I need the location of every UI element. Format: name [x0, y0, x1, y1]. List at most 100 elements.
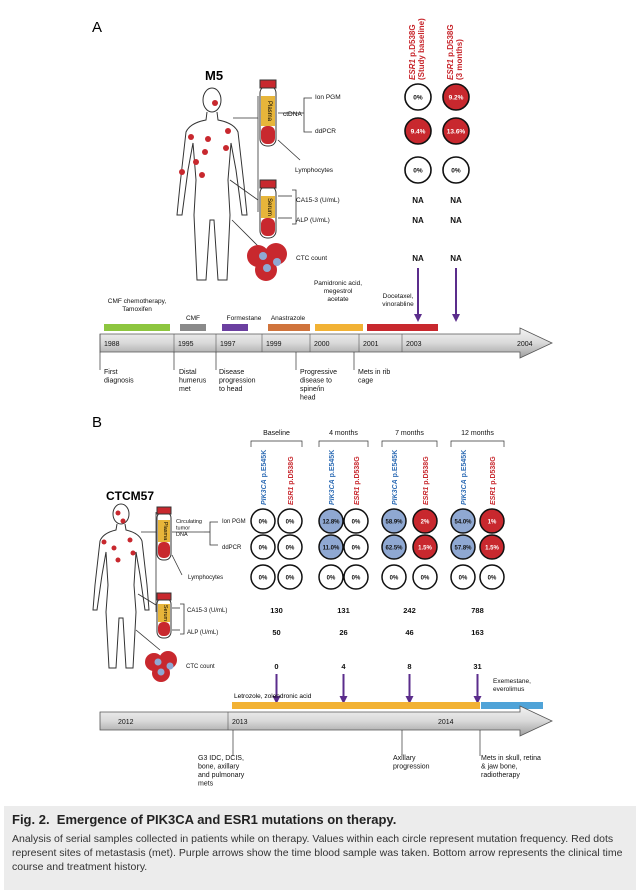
- treatment-label-letrozole: Letrozole, zolendronic acid: [234, 693, 312, 700]
- treatment-label-exemestane: Exemestane,everolimus: [493, 678, 531, 693]
- event-label: Mets in skull, retina& jaw bone,radiothe…: [481, 755, 541, 779]
- mutation-value: 0%: [286, 520, 295, 526]
- mutation-value: 0%: [451, 168, 461, 175]
- figure-canvas: A M5 Plasma Serum: [92, 18, 553, 788]
- value-na: NA: [450, 254, 462, 263]
- marker-value: 8: [407, 662, 411, 671]
- timepoint-label: 4 months: [329, 430, 358, 437]
- mutation-circle: [381, 508, 407, 534]
- serum-tube-icon: Serum: [156, 592, 172, 639]
- mutation-value: 13.6%: [447, 129, 466, 136]
- column-header: ESR1 p.D538G: [446, 24, 455, 80]
- year-tick: 2001: [363, 341, 379, 348]
- value-na: NA: [412, 196, 424, 205]
- mutation-circle: [404, 117, 432, 145]
- body-silhouette-icon: [92, 503, 150, 669]
- gene-header: PIK3CA p.E545K: [261, 450, 268, 505]
- treatment-label: Formestane: [227, 315, 262, 322]
- gene-header: PIK3CA p.E545K: [392, 450, 399, 505]
- year-tick: 1999: [266, 341, 282, 348]
- treatment-bar: [367, 324, 438, 331]
- mutation-value: 0%: [286, 546, 295, 552]
- ctc-cluster-icon: [145, 651, 177, 682]
- mutation-circle: [479, 534, 505, 560]
- mutation-value: 0%: [421, 576, 430, 582]
- marker-value: 0: [274, 662, 278, 671]
- serum-tube-icon: Serum: [259, 179, 277, 239]
- mutation-circle: [450, 508, 476, 534]
- mutation-circle: [442, 83, 470, 111]
- mutation-value: 12.8%: [322, 520, 340, 526]
- ctdna-bracket: [277, 97, 312, 225]
- mutation-circle: [277, 564, 303, 590]
- mutation-circle: [479, 508, 505, 534]
- treatment-label: Docetaxel,vinorabline: [382, 293, 414, 308]
- mutation-value: 0%: [413, 95, 423, 102]
- caption-title: Emergence of PIK3CA and ESR1 mutations o…: [56, 812, 397, 827]
- year-tick: 1997: [220, 341, 236, 348]
- mutation-value: 0%: [390, 576, 399, 582]
- marker-value: 50: [272, 628, 280, 637]
- caption-text: Analysis of serial samples collected in …: [12, 833, 623, 873]
- figure-caption: Fig. 2. Emergence of PIK3CA and ESR1 mut…: [4, 806, 636, 890]
- treatment-label: CMF: [186, 315, 200, 322]
- year-tick: 1988: [104, 341, 120, 348]
- mutation-circle: [442, 156, 470, 184]
- year-tick: 2012: [118, 719, 134, 726]
- mutation-value: 0%: [352, 520, 361, 526]
- marker-value: 163: [471, 628, 484, 637]
- row-label-0: Ion PGM: [315, 94, 341, 101]
- mutation-circle: [479, 564, 505, 590]
- treatment-bar-letrozole: [232, 702, 480, 709]
- mutation-circle: [318, 564, 344, 590]
- mutation-value: 0%: [286, 576, 295, 582]
- gene-header: ESR1 p.D538G: [288, 456, 295, 505]
- year-tick: 2003: [406, 341, 422, 348]
- treatment-bar: [222, 324, 248, 331]
- row-label: ddPCR: [222, 545, 242, 551]
- gene-header: PIK3CA p.E545K: [329, 450, 336, 505]
- marker-value: 46: [405, 628, 413, 637]
- column-header-sub: (3 months): [455, 39, 464, 80]
- plasma-tube-icon: Plasma: [259, 79, 277, 147]
- timepoint-label: 7 months: [395, 430, 424, 437]
- value-na: NA: [450, 216, 462, 225]
- body-connectors: [229, 96, 263, 251]
- metastasis-dots: [101, 510, 136, 563]
- treatment-bar: [180, 324, 206, 331]
- row-label-3: CA15-3 (U/mL): [296, 197, 340, 204]
- mutation-circle: [381, 564, 407, 590]
- mutation-circle: [404, 83, 432, 111]
- mutation-value: 0%: [459, 576, 468, 582]
- value-na: NA: [450, 196, 462, 205]
- body-silhouette-icon: [176, 87, 248, 281]
- gene-header: ESR1 p.D538G: [423, 456, 430, 505]
- mutation-value: 9.4%: [411, 129, 426, 136]
- mutation-value: 1%: [488, 520, 497, 526]
- mutation-circle: [343, 534, 369, 560]
- caption-title-line: Fig. 2. Emergence of PIK3CA and ESR1 mut…: [12, 812, 628, 827]
- mutation-circle: [450, 534, 476, 560]
- year-tick: 2013: [232, 719, 248, 726]
- mutation-circle: [277, 534, 303, 560]
- plasma-tube-label: Plasma: [162, 522, 168, 541]
- row-label: Ion PGM: [222, 519, 246, 525]
- marker-value: 26: [339, 628, 347, 637]
- row-label: Lymphocytes: [188, 575, 223, 581]
- mutation-circle: [412, 508, 438, 534]
- marker-value: 131: [337, 606, 350, 615]
- treatment-bar-exemestane: [481, 702, 543, 709]
- column-header-sub: (Study baseline): [417, 18, 426, 80]
- mutation-circle: [318, 508, 344, 534]
- treatment-bar: [315, 324, 363, 331]
- mutation-value: 2%: [421, 520, 430, 526]
- mutation-value: 0%: [352, 576, 361, 582]
- panel-b-label: B: [92, 414, 102, 431]
- gene-header: ESR1 p.D538G: [354, 456, 361, 505]
